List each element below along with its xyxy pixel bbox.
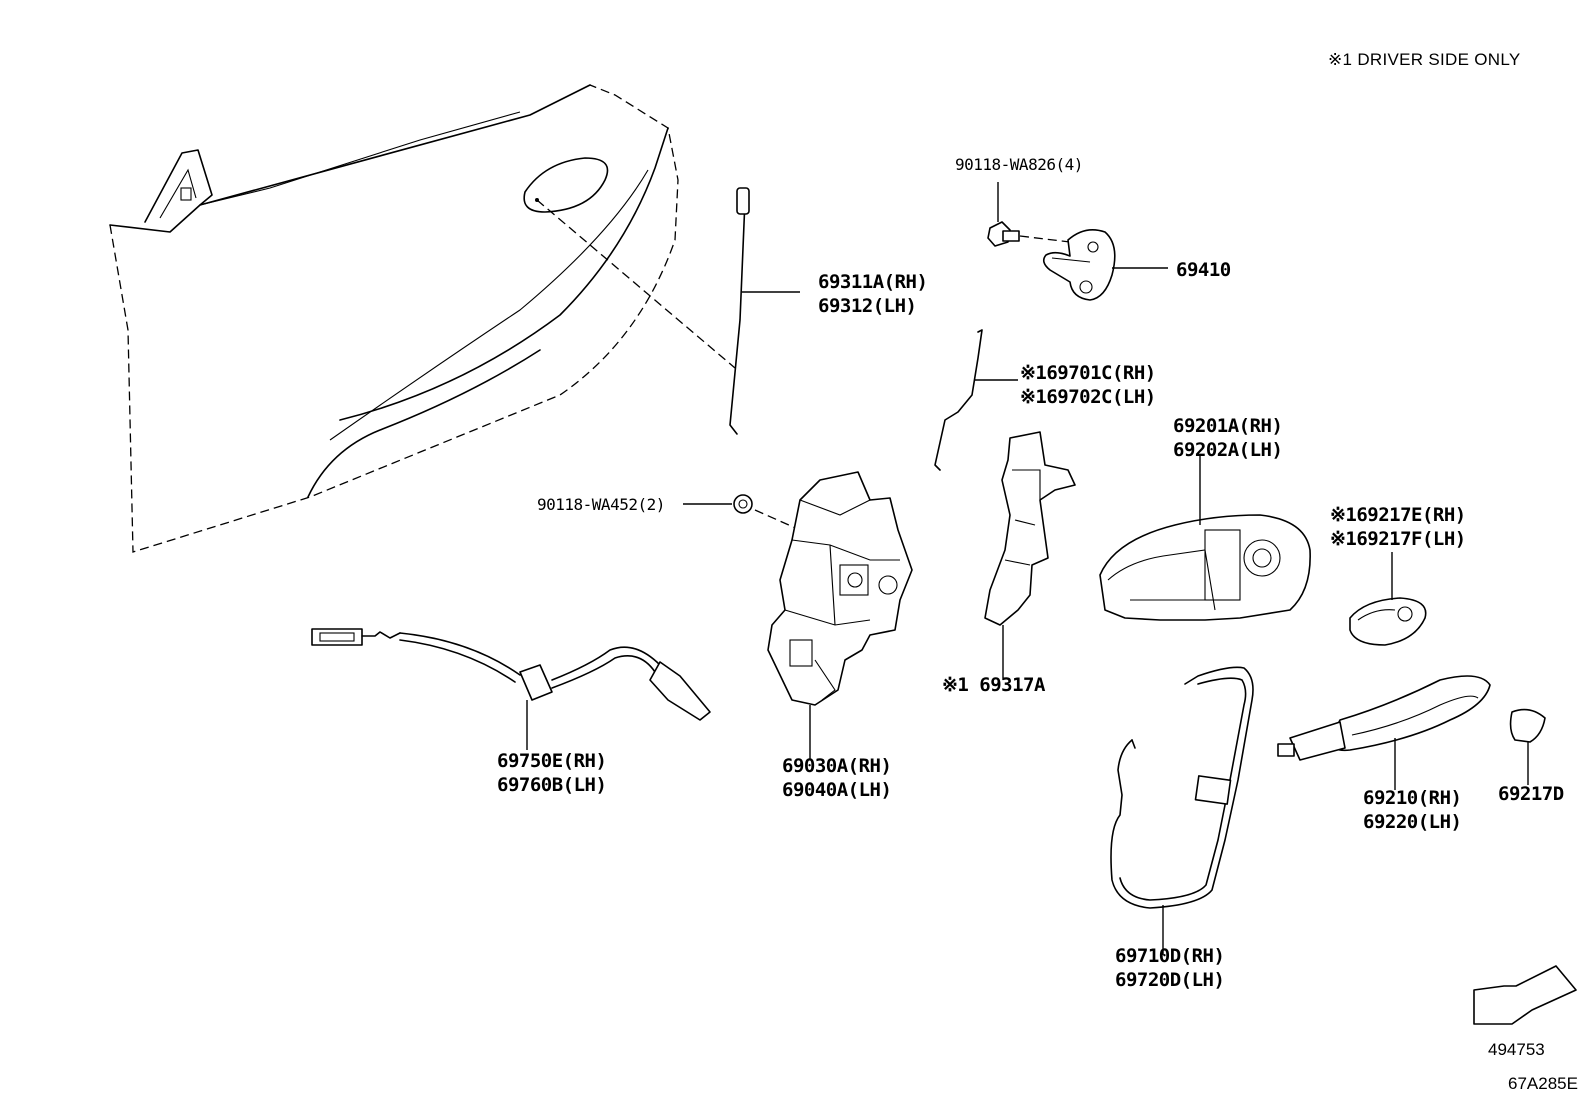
part-label-69220: 69220(LH): [1363, 811, 1461, 833]
door-panel: [109, 84, 736, 553]
reference-number: 494753: [1488, 1040, 1545, 1059]
part-label-90118-wa826: 90118-WA826(4): [955, 155, 1083, 174]
outside-handle-frame: [984, 431, 1076, 680]
part-label-69317a: ※1 69317A: [942, 674, 1046, 696]
handle-cap-button: [1349, 552, 1427, 646]
part-label-69217e: ※169217E(RH): [1330, 504, 1466, 526]
part-label-69030a: 69030A(RH): [782, 755, 891, 777]
door-lock-rod: [729, 187, 800, 435]
part-label-69701c: ※169701C(RH): [1020, 362, 1156, 384]
part-label-69217d: 69217D: [1498, 783, 1564, 805]
door-lock-assembly: [767, 471, 913, 760]
part-label-69760b: 69760B(LH): [497, 774, 606, 796]
handle-end-cap: [1509, 708, 1546, 785]
part-label-69710d: 69710D(RH): [1115, 945, 1224, 967]
part-label-69040a: 69040A(LH): [782, 779, 891, 801]
part-label-69311a: 69311A(RH): [818, 271, 927, 293]
lock-control-rod: [934, 329, 1018, 471]
outside-handle-frame-assembly: [1099, 455, 1311, 621]
driver-side-note: ※1 DRIVER SIDE ONLY: [1328, 50, 1521, 69]
part-label-69410: 69410: [1176, 259, 1231, 281]
lock-cable-assembly: [311, 628, 711, 750]
part-label-69312: 69312(LH): [818, 295, 916, 317]
part-label-69210: 69210(RH): [1363, 787, 1461, 809]
part-label-69720d: 69720D(LH): [1115, 969, 1224, 991]
outside-door-handle: [1277, 675, 1491, 790]
part-label-90118-wa452: 90118-WA452(2): [537, 495, 665, 514]
lock-screw: [683, 494, 801, 531]
part-label-69201a: 69201A(RH): [1173, 415, 1282, 437]
part-label-69217f: ※169217F(LH): [1330, 528, 1466, 550]
front-direction-arrow: [1473, 965, 1577, 1025]
striker-screw: [987, 182, 1071, 247]
diagram-code: 67A285E: [1508, 1074, 1578, 1093]
part-label-69202a: 69202A(LH): [1173, 439, 1282, 461]
part-label-69702c: ※169702C(LH): [1020, 386, 1156, 408]
outside-handle-cable: [1110, 666, 1254, 955]
door-lock-striker: [1042, 229, 1168, 301]
part-label-69750e: 69750E(RH): [497, 750, 606, 772]
